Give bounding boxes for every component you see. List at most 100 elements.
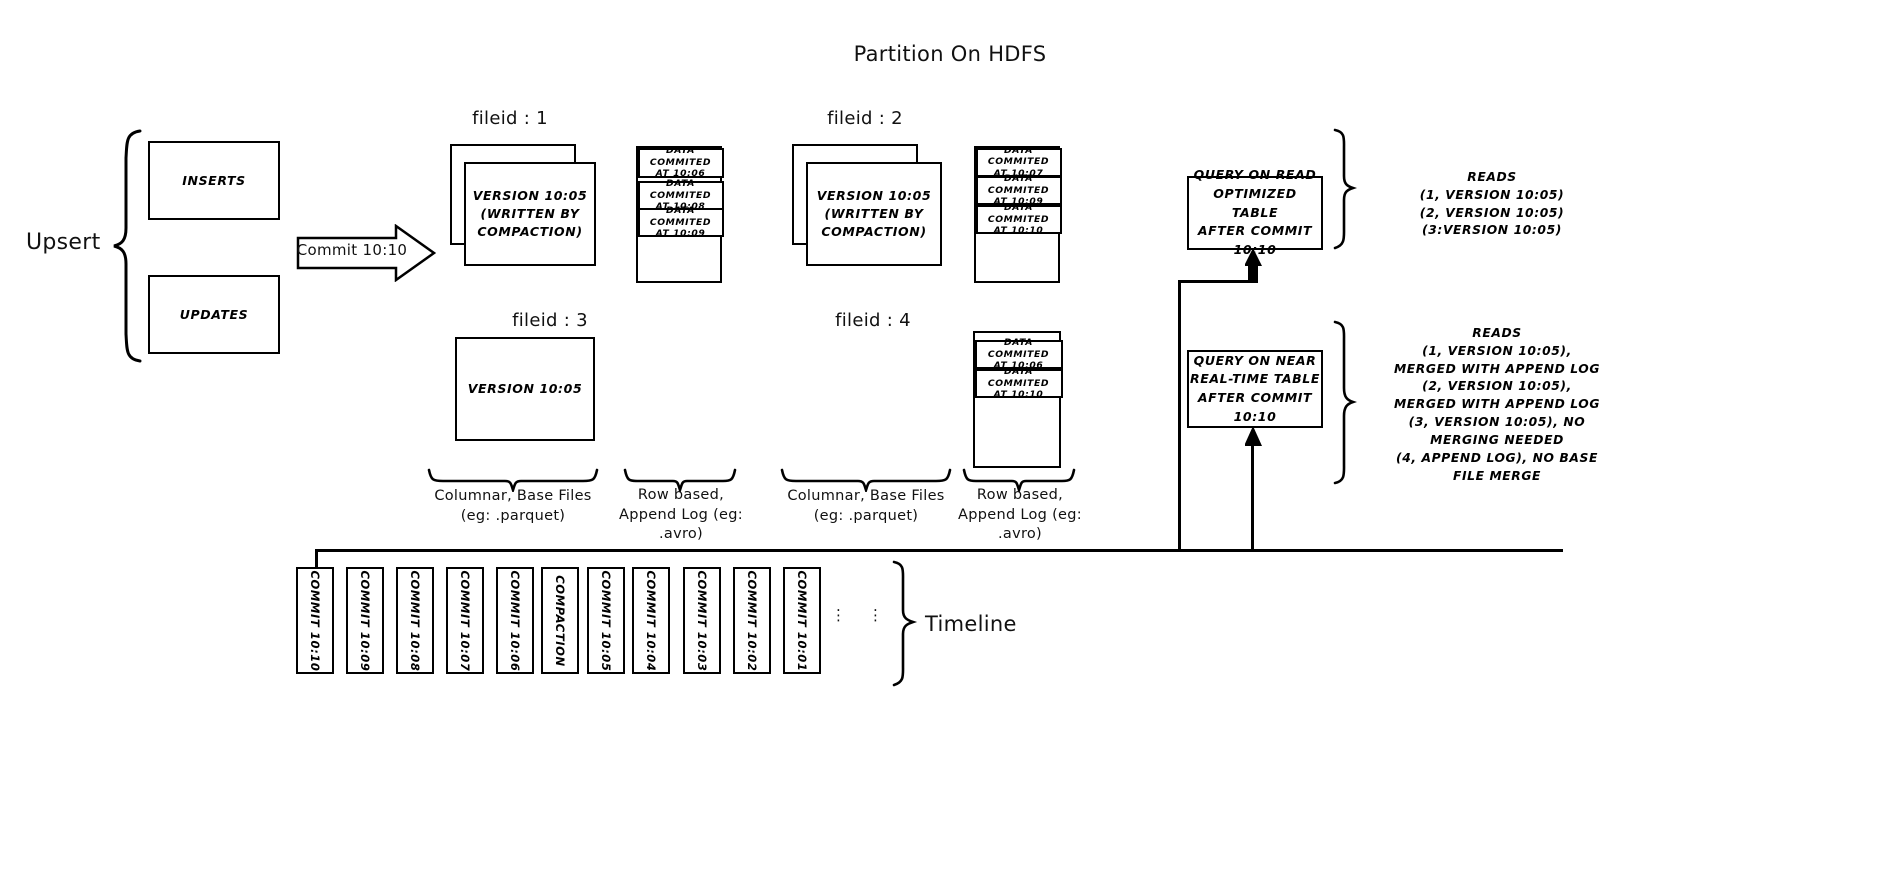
- timeline-item-label: COMMIT 10:06: [508, 569, 522, 672]
- reads-line: (1, VERSION 10:05): [1419, 187, 1565, 202]
- upsert-label: Upsert: [26, 230, 101, 255]
- reads-brace-top: [1331, 128, 1357, 250]
- fileid-label-2: fileid : 2: [827, 108, 903, 129]
- caption-base-files-right: Columnar, Base Files (eg: .parquet): [773, 487, 959, 526]
- log-row: DATA COMMITED AT 10:10: [975, 202, 1062, 237]
- timeline-brace: [890, 560, 920, 688]
- timeline-item[interactable]: COMPACTION: [541, 567, 579, 674]
- caption-line: Row based,: [637, 487, 725, 503]
- append-log-4: DATA COMMITED AT 10:06 DATA COMMITED AT …: [973, 331, 1063, 468]
- timeline-item[interactable]: COMMIT 10:05: [587, 567, 625, 674]
- log-row-text: DATA COMMITED AT 10:06: [987, 337, 1050, 372]
- timeline-item[interactable]: COMMIT 10:10: [296, 567, 334, 674]
- arrowhead-near-realtime: [1245, 426, 1262, 446]
- commit-arrow: Commit 10:10: [296, 224, 436, 282]
- timeline-item-label: COMMIT 10:03: [695, 569, 709, 672]
- connector-elbow-read-optimized: [1178, 280, 1258, 283]
- query-read-optimized-box[interactable]: QUERY ON READ OPTIMIZED TABLE AFTER COMM…: [1187, 167, 1323, 257]
- reads-line: (2, VERSION 10:05): [1419, 205, 1565, 220]
- timeline-item-label: COMMIT 10:01: [795, 569, 809, 672]
- caption-line: (eg: .parquet): [460, 507, 566, 524]
- log-row-text: DATA COMMITED AT 10:09: [987, 173, 1050, 208]
- reads-line: FILE MERGE: [1452, 468, 1542, 483]
- caption-line: Append Log (eg:: [958, 506, 1082, 523]
- reads-line: (3, VERSION 10:05), NO: [1408, 415, 1586, 430]
- timeline-item[interactable]: COMMIT 10:09: [346, 567, 384, 674]
- reads-line: MERGED WITH APPEND LOG: [1393, 361, 1601, 376]
- query-line: QUERY ON NEAR: [1193, 352, 1317, 368]
- log-row-text: DATA COMMITED AT 10:08: [649, 178, 712, 213]
- log-row-text: DATA COMMITED AT 10:06: [649, 145, 712, 180]
- caption-line: Append Log (eg:: [619, 506, 743, 523]
- append-log-1: DATA COMMITED AT 10:06 DATA COMMITED AT …: [636, 145, 724, 283]
- log-row-text: DATA COMMITED AT 10:07: [987, 144, 1050, 179]
- caption-line: Columnar, Base Files: [787, 488, 945, 504]
- fileid-label-3: fileid : 3: [512, 310, 588, 331]
- log-row: DATA COMMITED AT 10:09: [975, 173, 1062, 208]
- query-line: AFTER COMMIT: [1197, 390, 1313, 405]
- caption-line: Row based,: [976, 487, 1064, 503]
- version-line: COMPACTION): [821, 224, 927, 240]
- timeline-item[interactable]: COMMIT 10:03: [683, 567, 721, 674]
- timeline-item-label: COMMIT 10:09: [358, 569, 372, 672]
- base-files-brace-left: [427, 468, 599, 492]
- upsert-brace: [110, 128, 144, 364]
- timeline-item[interactable]: COMMIT 10:02: [733, 567, 771, 674]
- timeline-item-label: COMMIT 10:05: [599, 569, 613, 672]
- reads-line: MERGED WITH APPEND LOG: [1393, 397, 1601, 412]
- log-row: DATA COMMITED AT 10:06: [974, 337, 1063, 372]
- timeline-ellipsis: ⋮: [868, 606, 883, 624]
- log-row-text: DATA COMMITED AT 10:10: [987, 202, 1050, 237]
- reads-line: (3:VERSION 10:05): [1422, 223, 1562, 238]
- log-row: DATA COMMITED AT 10:10: [974, 366, 1063, 400]
- caption-line: .avro): [997, 526, 1043, 543]
- version-line: (WRITTEN BY: [480, 205, 580, 221]
- reads-line: MERGING NEEDED: [1430, 432, 1564, 447]
- timeline-item-label: COMMIT 10:04: [644, 569, 658, 672]
- reads-read-optimized: READS (1, VERSION 10:05) (2, VERSION 10:…: [1352, 169, 1632, 240]
- base-file-2: VERSION 10:05 (WRITTEN BY COMPACTION): [806, 162, 942, 266]
- timeline-item[interactable]: COMMIT 10:01: [783, 567, 821, 674]
- timeline-item[interactable]: COMMIT 10:04: [632, 567, 670, 674]
- caption-line: Columnar, Base Files: [434, 488, 592, 504]
- updates-box: UPDATES: [148, 275, 280, 354]
- version-line: (WRITTEN BY: [824, 205, 924, 221]
- inserts-box: INSERTS: [148, 141, 280, 220]
- version-line: VERSION 10:05: [472, 187, 588, 203]
- connector-vertical-to-read-optimized: [1178, 280, 1181, 550]
- connector-vertical-to-near-realtime: [1251, 440, 1254, 550]
- timeline-item[interactable]: COMMIT 10:07: [446, 567, 484, 674]
- log-row: DATA COMMITED AT 10:06: [637, 145, 724, 180]
- reads-line: READS: [1467, 170, 1517, 184]
- timeline-label: Timeline: [925, 612, 1017, 636]
- timeline-item[interactable]: COMMIT 10:08: [396, 567, 434, 674]
- timeline-ellipsis: ⋮: [831, 606, 846, 624]
- caption-base-files-left: Columnar, Base Files (eg: .parquet): [420, 487, 606, 526]
- reads-brace-bottom: [1331, 320, 1357, 485]
- query-line: 10:10: [1233, 242, 1277, 258]
- caption-append-log-right: Row based, Append Log (eg: .avro): [947, 486, 1093, 545]
- commit-arrow-label: Commit 10:10: [296, 241, 408, 259]
- timeline-item-label: COMMIT 10:02: [745, 569, 759, 672]
- log-row: DATA COMMITED AT 10:09: [637, 205, 724, 240]
- reads-line: READS: [1472, 326, 1522, 340]
- reads-line: (1, VERSION 10:05),: [1422, 343, 1572, 358]
- arrowhead-read-optimized: [1245, 248, 1262, 282]
- connector-stub-read-optimized: [1251, 262, 1254, 282]
- timeline-item-label: COMMIT 10:07: [458, 569, 472, 672]
- connector-right-corner: [1560, 549, 1563, 552]
- version-line: COMPACTION): [477, 224, 583, 240]
- base-file-1: VERSION 10:05 (WRITTEN BY COMPACTION): [464, 162, 596, 266]
- reads-line: (4, APPEND LOG), NO BASE: [1396, 450, 1598, 465]
- query-line: REAL-TIME TABLE: [1190, 371, 1320, 387]
- connector-timeline-horizontal: [315, 549, 1563, 552]
- timeline-item[interactable]: COMMIT 10:06: [496, 567, 534, 674]
- page-title: Partition On HDFS: [853, 42, 1047, 66]
- reads-line: (2, VERSION 10:05),: [1422, 379, 1572, 394]
- log-row-text: DATA COMMITED AT 10:09: [649, 205, 712, 240]
- query-line: AFTER COMMIT: [1197, 223, 1313, 239]
- log-row: DATA COMMITED AT 10:07: [975, 144, 1062, 179]
- timeline-item-label: COMMIT 10:08: [408, 569, 422, 672]
- query-near-realtime-box[interactable]: QUERY ON NEAR REAL-TIME TABLE AFTER COMM…: [1187, 350, 1323, 428]
- fileid-label-1: fileid : 1: [472, 108, 548, 129]
